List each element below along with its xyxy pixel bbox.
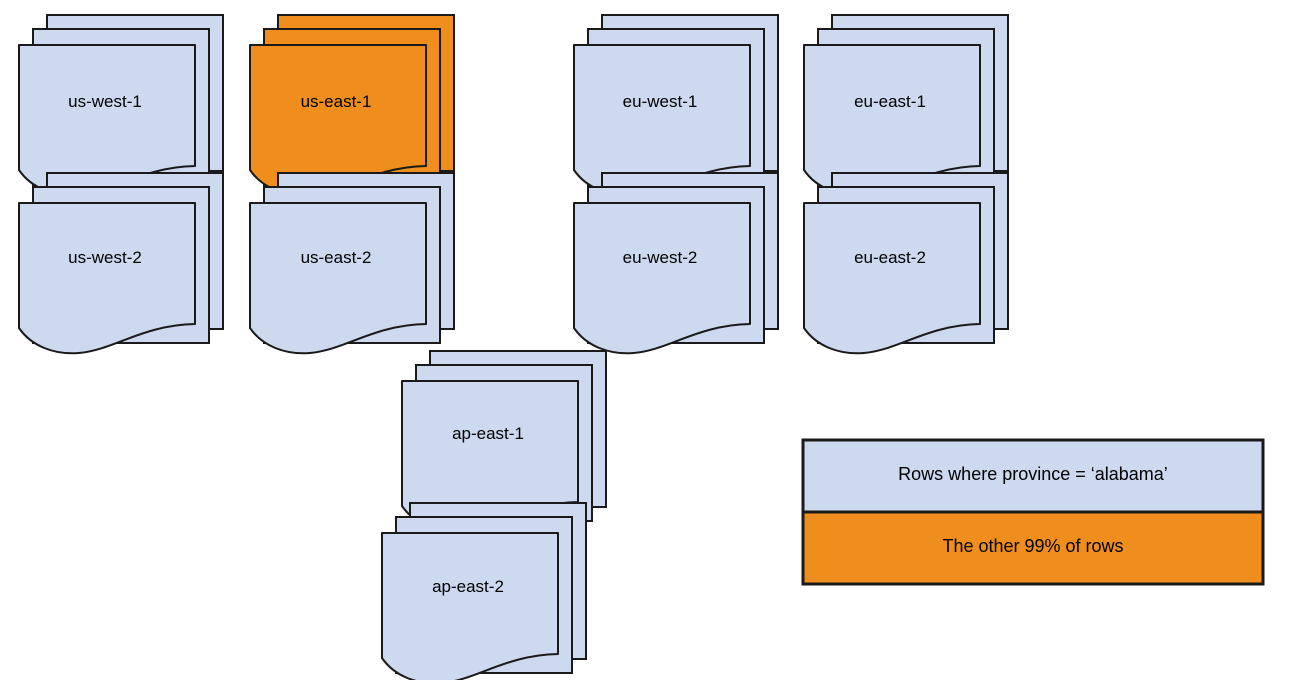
document-stack-eu-east-2[interactable] (803, 172, 1009, 355)
legend-row-alabama-text: Rows where province = ‘alabama’ (898, 464, 1168, 484)
document-stack-us-east-1[interactable] (249, 14, 455, 197)
document-stack-us-east-2[interactable] (249, 172, 455, 355)
document-stack-us-west-2[interactable] (18, 172, 224, 355)
document-stack-eu-west-2[interactable] (573, 172, 779, 355)
stack-sheet-front-ap-east-2 (381, 532, 559, 680)
legend-row-other-text: The other 99% of rows (942, 536, 1124, 556)
legend-group (801, 438, 1265, 586)
document-stack-eu-west-1[interactable] (573, 14, 779, 197)
document-stack-ap-east-2[interactable] (381, 502, 587, 680)
stack-sheet-front-us-west-2 (18, 202, 196, 355)
document-stack-ap-east-1[interactable] (401, 350, 607, 533)
stack-group (18, 14, 1009, 680)
document-stack-eu-east-1[interactable] (803, 14, 1009, 197)
stack-sheet-front-eu-east-2 (803, 202, 981, 355)
stack-sheet-front-us-east-2 (249, 202, 427, 355)
legend-row-other-swatch[interactable] (801, 510, 1265, 586)
stack-sheet-front-eu-west-2 (573, 202, 751, 355)
document-stack-us-west-1[interactable] (18, 14, 224, 197)
legend-row-alabama-swatch[interactable] (801, 438, 1265, 514)
